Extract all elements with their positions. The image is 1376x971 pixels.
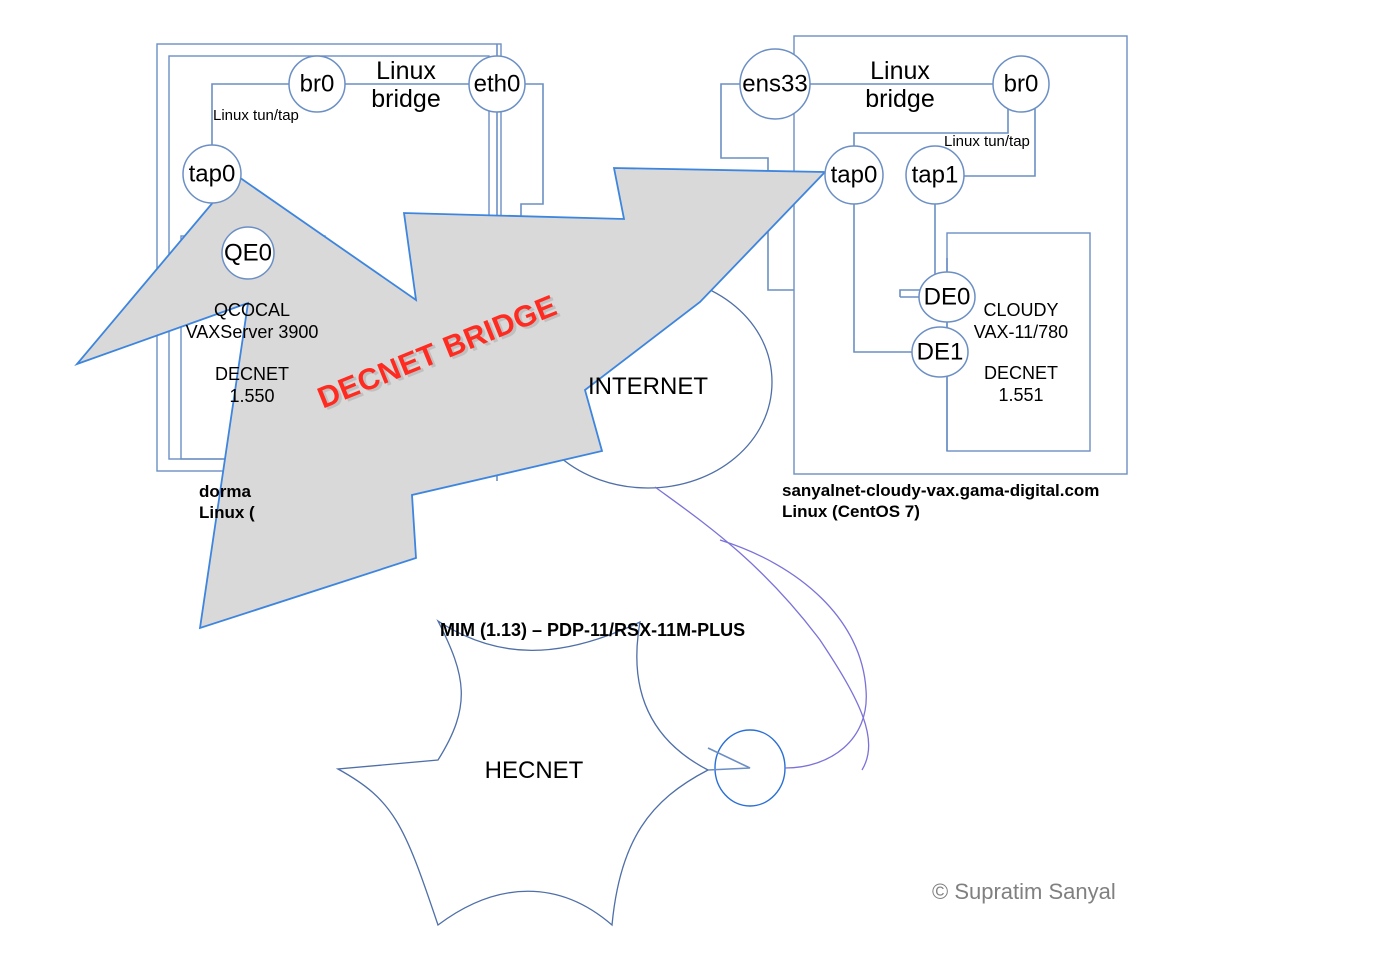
- copyright-label: © Supratim Sanyal: [932, 879, 1116, 904]
- node-right-de1[interactable]: DE1: [911, 326, 969, 378]
- right-vm-name: CLOUDY: [983, 300, 1058, 320]
- node-left-tap0-label: tap0: [189, 160, 236, 187]
- node-right-tap0[interactable]: tap0: [824, 145, 884, 205]
- right-linux-bridge-line2: bridge: [865, 85, 935, 113]
- right-host-box: [793, 35, 1128, 475]
- hecnet-cloud: [335, 619, 710, 927]
- node-left-tap0-circle[interactable]: [182, 144, 242, 204]
- right-linux-bridge-line1: Linux: [870, 57, 930, 85]
- decnet-bridge-arrow: [74, 167, 828, 630]
- node-right-br0-label: br0: [1004, 70, 1039, 97]
- node-right-br0-circle[interactable]: [992, 55, 1050, 113]
- node-right-br0[interactable]: br0: [992, 55, 1050, 113]
- right-vm-address: 1.551: [998, 385, 1043, 405]
- node-left-qe0-label: QE0: [224, 239, 272, 266]
- right-vm-model: VAX-11/780: [974, 322, 1068, 342]
- node-left-eth0-label: eth0: [474, 70, 521, 97]
- left-tuntap-label: Linux tun/tap: [213, 107, 299, 124]
- link-right-br0-tap0: [853, 106, 1009, 148]
- right-vm-box: [946, 232, 1091, 452]
- node-right-ens33-label: ens33: [742, 70, 807, 97]
- node-right-tap1[interactable]: tap1: [905, 145, 965, 205]
- node-right-de0[interactable]: DE0: [918, 271, 976, 323]
- hecnet-label: HECNET: [485, 757, 584, 784]
- node-right-tap1-circle[interactable]: [905, 145, 965, 205]
- hecnet-arrow-notch: [707, 747, 751, 771]
- right-hostname: sanyalnet-cloudy-vax.gama-digital.com: [782, 481, 1099, 500]
- link-right-ens33-elbow: [720, 83, 794, 291]
- left-vm-address: 1.550: [229, 386, 274, 406]
- node-right-ens33-circle[interactable]: [739, 48, 811, 120]
- link-internet-hecnet: [654, 486, 870, 771]
- node-left-br0-circle[interactable]: [288, 55, 346, 113]
- right-tuntap-label: Linux tun/tap: [944, 133, 1030, 150]
- node-left-eth0-circle[interactable]: [468, 55, 526, 113]
- link-right-tap1-de0: [899, 204, 936, 297]
- left-linux-bridge-line1: Linux: [376, 57, 436, 85]
- left-vm-name: QCOCAL: [214, 300, 290, 320]
- node-left-br0-label: br0: [300, 70, 335, 97]
- left-hostname: dorma: [199, 482, 252, 501]
- node-right-de0-circle[interactable]: [918, 271, 976, 323]
- link-right-tap0-de1: [853, 200, 912, 353]
- left-linux-bridge-line2: bridge: [371, 85, 441, 113]
- node-left-qe0-circle[interactable]: [221, 226, 275, 280]
- node-left-qe0[interactable]: QE0: [221, 226, 275, 280]
- link-right-br0-tap1: [963, 106, 1036, 177]
- left-vm-protocol: DECNET: [215, 364, 289, 384]
- link-left-br0-tap0: [211, 83, 290, 174]
- node-right-ens33[interactable]: ens33: [739, 48, 811, 120]
- node-left-br0[interactable]: br0: [288, 55, 346, 113]
- internet-label: INTERNET: [588, 373, 708, 400]
- node-right-de0-label: DE0: [924, 283, 971, 310]
- left-os: Linux (: [199, 503, 255, 522]
- mim-label: MIM (1.13) – PDP-11/RSX-11M-PLUS: [440, 620, 745, 640]
- node-right-tap1-label: tap1: [912, 161, 959, 188]
- right-vm-protocol: DECNET: [984, 363, 1058, 383]
- node-right-tap0-circle[interactable]: [824, 145, 884, 205]
- node-right-de1-circle[interactable]: [911, 326, 969, 378]
- node-right-de1-label: DE1: [917, 338, 964, 365]
- right-os: Linux (CentOS 7): [782, 502, 920, 521]
- node-left-tap0[interactable]: tap0: [182, 144, 242, 204]
- node-right-tap0-label: tap0: [831, 161, 878, 188]
- node-left-eth0[interactable]: eth0: [468, 55, 526, 113]
- link-hecnet-endpoint: [719, 539, 867, 769]
- left-vm-model: VAXServer 3900: [186, 322, 319, 342]
